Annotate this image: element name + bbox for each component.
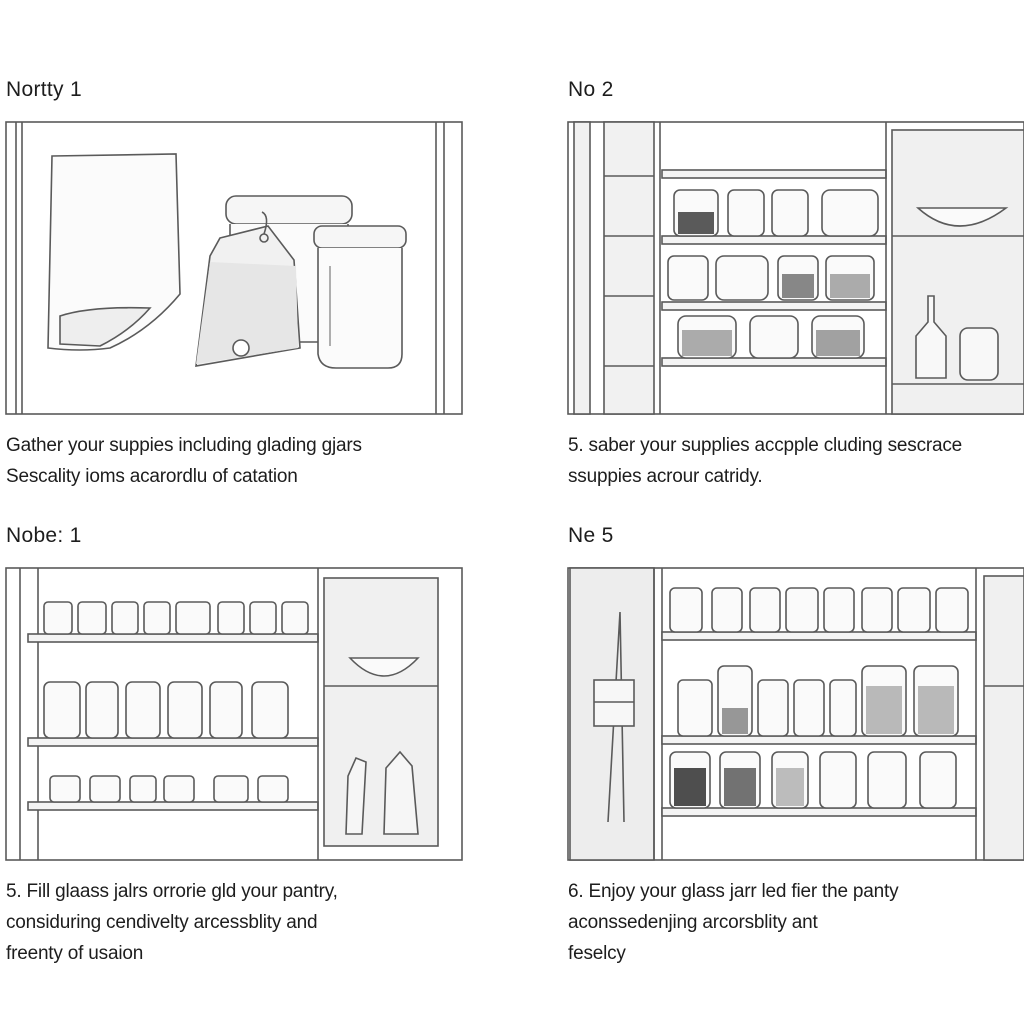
step-3-illustration — [0, 562, 470, 866]
step-3-caption: 5. Fill glaass jalrs orrorie gld your pa… — [6, 876, 338, 969]
step-3-label: Nobe: 1 — [6, 524, 82, 547]
caption-line: considuring cendivelty arcessblity and — [6, 912, 318, 933]
caption-line: ssuppies acrour catridy. — [568, 466, 763, 487]
step-2-caption: 5. saber your supplies accpple cluding s… — [568, 430, 962, 492]
caption-line: 5. saber your supplies accpple cluding s… — [568, 435, 963, 456]
step-2-illustration — [560, 116, 1024, 420]
step-4-caption: 6. Enjoy your glass jarr led fier the pa… — [568, 876, 899, 969]
caption-line: aconssedenjing arcorsblity ant — [568, 912, 818, 933]
caption-line: Gather your suppies including glading gj… — [6, 435, 362, 456]
step-1-caption: Gather your suppies including glading gj… — [6, 430, 362, 492]
step-1-label: Nortty 1 — [6, 78, 82, 101]
caption-line: 5. Fill glaass jalrs orrorie gld your pa… — [6, 881, 338, 902]
step-1-illustration — [0, 116, 470, 420]
caption-line: Sescality ioms acarordlu of catation — [6, 466, 298, 487]
step-2-label: No 2 — [568, 78, 614, 101]
caption-line: freenty of usaion — [6, 943, 144, 964]
step-4-illustration — [560, 562, 1024, 866]
step-4-label: Ne 5 — [568, 524, 614, 547]
caption-line: feselcy — [568, 943, 626, 964]
caption-line: 6. Enjoy your glass jarr led fier the pa… — [568, 881, 899, 902]
